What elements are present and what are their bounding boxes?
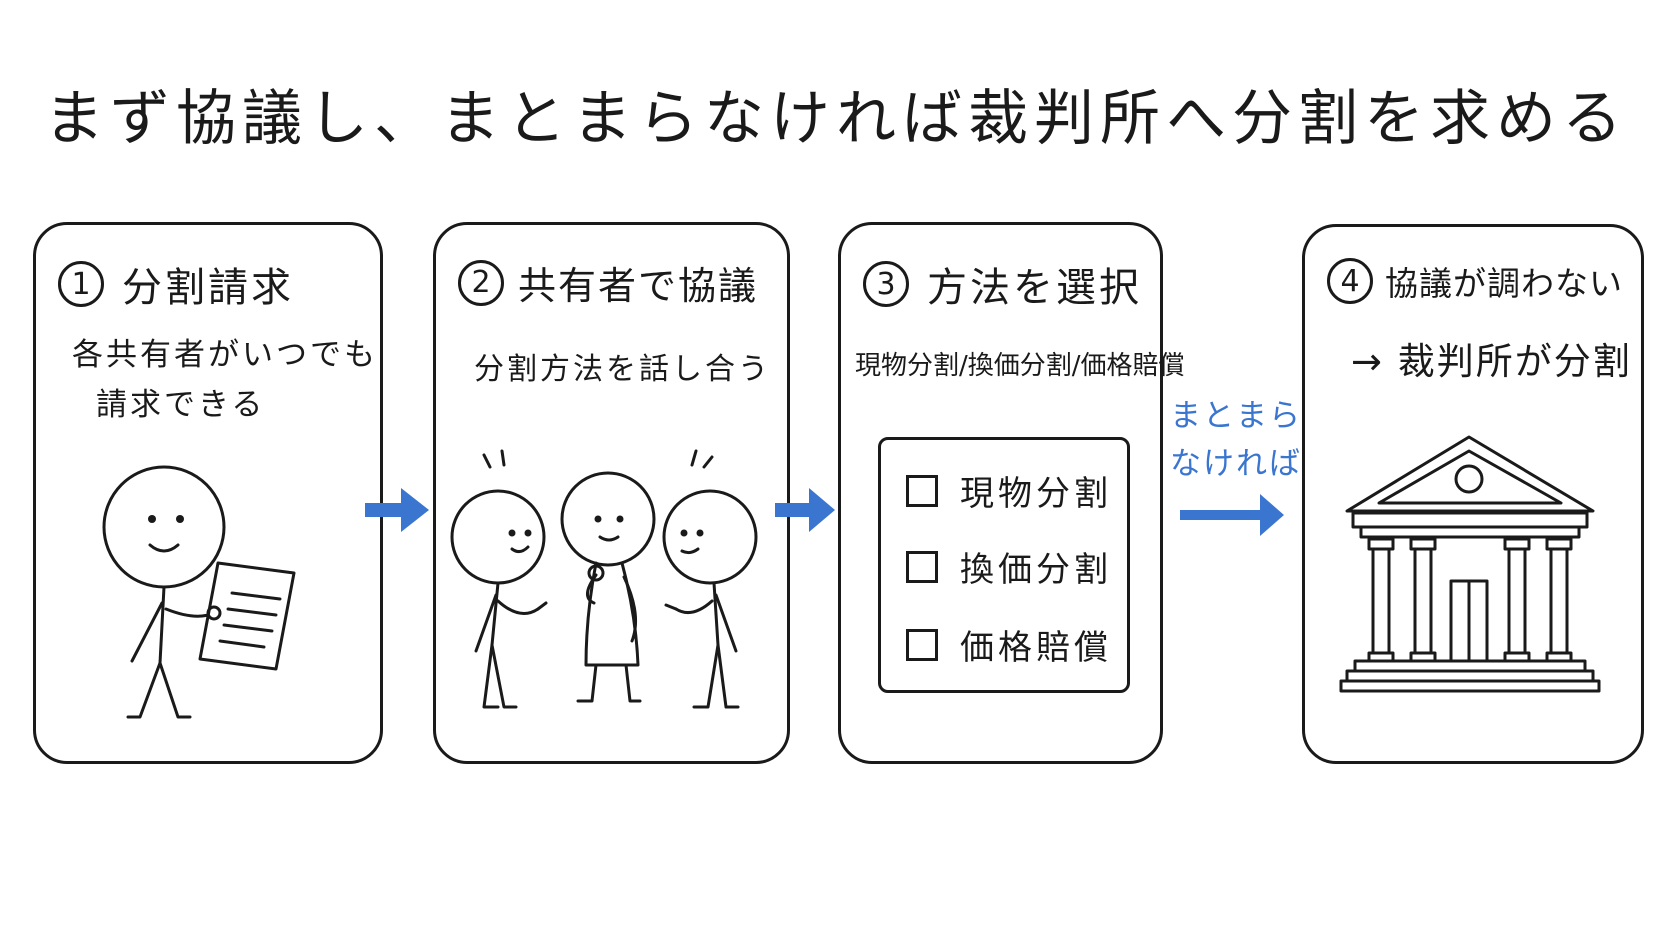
step-1-header: 1 分割請求 [58,255,370,313]
diagram-title: まず協議し、まとまらなければ裁判所へ分割を求める [44,84,1628,154]
step-2-header: 2 共有者で協議 [458,255,777,310]
option-genbutsu-bunkatsu: 現物分割 [906,466,1112,515]
step-4-panel: 4 協議が調わない → 裁判所が分割 [1302,224,1644,764]
connector-label: まとまら なければ [1170,392,1302,488]
step-1-description-line-2: 請求できる [96,387,266,423]
step-4-heading: 協議が調わない [1385,264,1623,303]
person-with-document-icon [102,465,296,719]
option-label: 価格賠償 [960,628,1112,668]
step-4-header: 4 協議が調わない [1327,257,1631,305]
checkbox-icon [906,550,938,583]
step-2-panel: 2 共有者で協議 分割方法を話し合う [433,222,790,764]
step-1-number: 1 [58,261,104,307]
people-discussing-icon [450,449,758,709]
step-2-heading: 共有者で協議 [518,264,759,308]
step-4-number: 4 [1327,258,1373,304]
checkbox-icon [906,628,938,661]
arrow-right-icon-3 [1180,494,1284,536]
option-label: 換価分割 [960,550,1112,590]
arrow-right-icon-1 [365,488,429,532]
method-options-box: 現物分割 換価分割 価格賠償 [878,437,1130,693]
step-1-heading: 分割請求 [122,265,294,311]
option-kakaku-baisho: 価格賠償 [906,620,1112,669]
step-2-description-line-1: 分割方法を話し合う [474,352,771,387]
connector-label-line-2: なければ [1170,446,1302,482]
arrow-right-icon-2 [775,488,835,532]
step-4-description-line-1: → 裁判所が分割 [1351,340,1632,383]
step-3-number: 3 [863,261,909,307]
step-1-panel: 1 分割請求 各共有者がいつでも 請求できる [33,222,383,764]
step-3-heading: 方法を選択 [927,265,1142,311]
step-1-description-line-1: 各共有者がいつでも [72,337,378,373]
step-3-description-line-1: 現物分割/換価分割/価格賠償 [855,351,1185,381]
step-3-header: 3 方法を選択 [863,255,1150,313]
checkbox-icon [906,474,938,507]
step-3-panel: 3 方法を選択 現物分割/換価分割/価格賠償 現物分割 換価分割 価格賠償 [838,222,1185,764]
connector-label-line-1: まとまら [1170,398,1302,434]
step-2-number: 2 [458,259,504,306]
option-label: 現物分割 [960,474,1112,514]
option-kanka-bunkatsu: 換価分割 [906,542,1112,591]
courthouse-icon [1339,435,1601,693]
